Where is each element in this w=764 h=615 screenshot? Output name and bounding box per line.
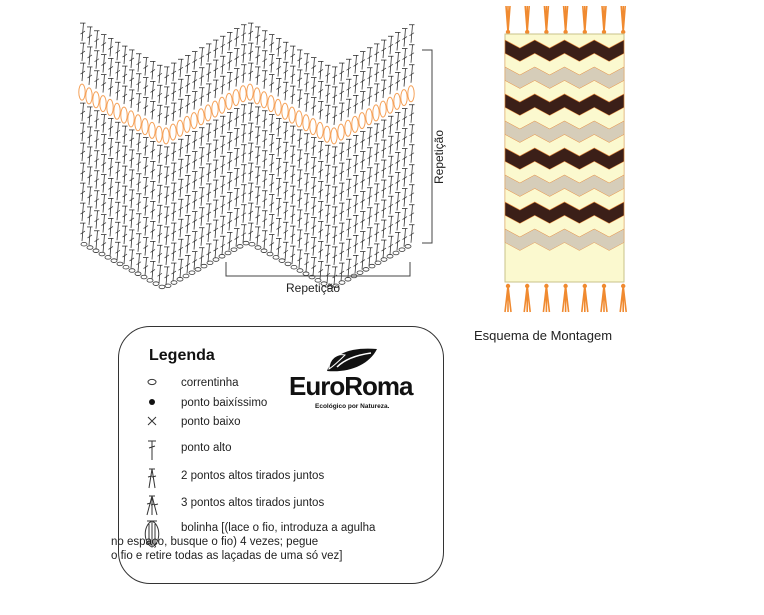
legend-title: Legenda bbox=[149, 347, 215, 364]
dc2tog-icon bbox=[147, 468, 157, 489]
repeat-bracket-vertical bbox=[422, 49, 433, 244]
stitch-row bbox=[80, 102, 415, 165]
stitch-row bbox=[80, 222, 415, 285]
fringe-tassel bbox=[582, 5, 588, 35]
fringe-tassel bbox=[504, 283, 512, 313]
fringe-tassel bbox=[523, 283, 531, 313]
slip-stitch-icon bbox=[149, 399, 155, 405]
stitch-rows bbox=[80, 22, 415, 290]
double-crochet-icon bbox=[148, 440, 156, 460]
logo-wordmark: EuroRoma bbox=[289, 371, 413, 401]
fringe-tassel bbox=[543, 5, 550, 35]
foundation-chain bbox=[80, 240, 412, 290]
layout-caption: Esquema de Montagem bbox=[474, 328, 613, 343]
fringe-tassel bbox=[561, 283, 570, 313]
chain-icon bbox=[147, 378, 157, 386]
bobble-icon bbox=[144, 520, 160, 548]
stitch-row bbox=[80, 162, 415, 225]
repeat-bracket-horizontal bbox=[225, 262, 411, 277]
highlight-row bbox=[78, 83, 415, 145]
stitch-row bbox=[80, 202, 415, 265]
repeat-label-vertical: Repetição bbox=[432, 129, 446, 184]
highlight-stitch-row bbox=[78, 83, 415, 145]
fringe-tassel bbox=[619, 283, 627, 313]
stitch-row bbox=[80, 182, 415, 245]
fringe-tassel bbox=[562, 5, 569, 35]
dc3tog-icon bbox=[146, 495, 159, 516]
stitch-row bbox=[80, 42, 415, 105]
fringe-tassel bbox=[505, 5, 511, 35]
fringe-tassel bbox=[542, 283, 551, 313]
fringe-tassel bbox=[600, 283, 608, 313]
fringe-tassel bbox=[524, 5, 530, 35]
leaf-logo-icon bbox=[327, 348, 377, 372]
stitch-row bbox=[80, 62, 415, 125]
single-crochet-icon bbox=[147, 416, 157, 426]
euroroma-logo: EuroRoma Ecológico por Natureza. bbox=[289, 345, 429, 415]
fringe-bottom bbox=[504, 283, 627, 313]
repeat-label-horizontal: Repetição bbox=[286, 281, 341, 295]
fringe-tassel bbox=[620, 5, 626, 35]
fringe-tassel bbox=[601, 5, 607, 35]
blanket-layout bbox=[504, 33, 625, 283]
stitch-row bbox=[80, 142, 415, 205]
stripe-beige bbox=[504, 228, 625, 251]
stitch-row bbox=[80, 122, 415, 185]
legend-panel: Legenda EuroRoma Ecológico por Natureza.… bbox=[111, 326, 444, 584]
stitch-row bbox=[80, 22, 415, 85]
fringe-tassel bbox=[581, 283, 589, 313]
logo-tagline: Ecológico por Natureza. bbox=[315, 403, 390, 410]
fringe-top bbox=[505, 5, 626, 35]
